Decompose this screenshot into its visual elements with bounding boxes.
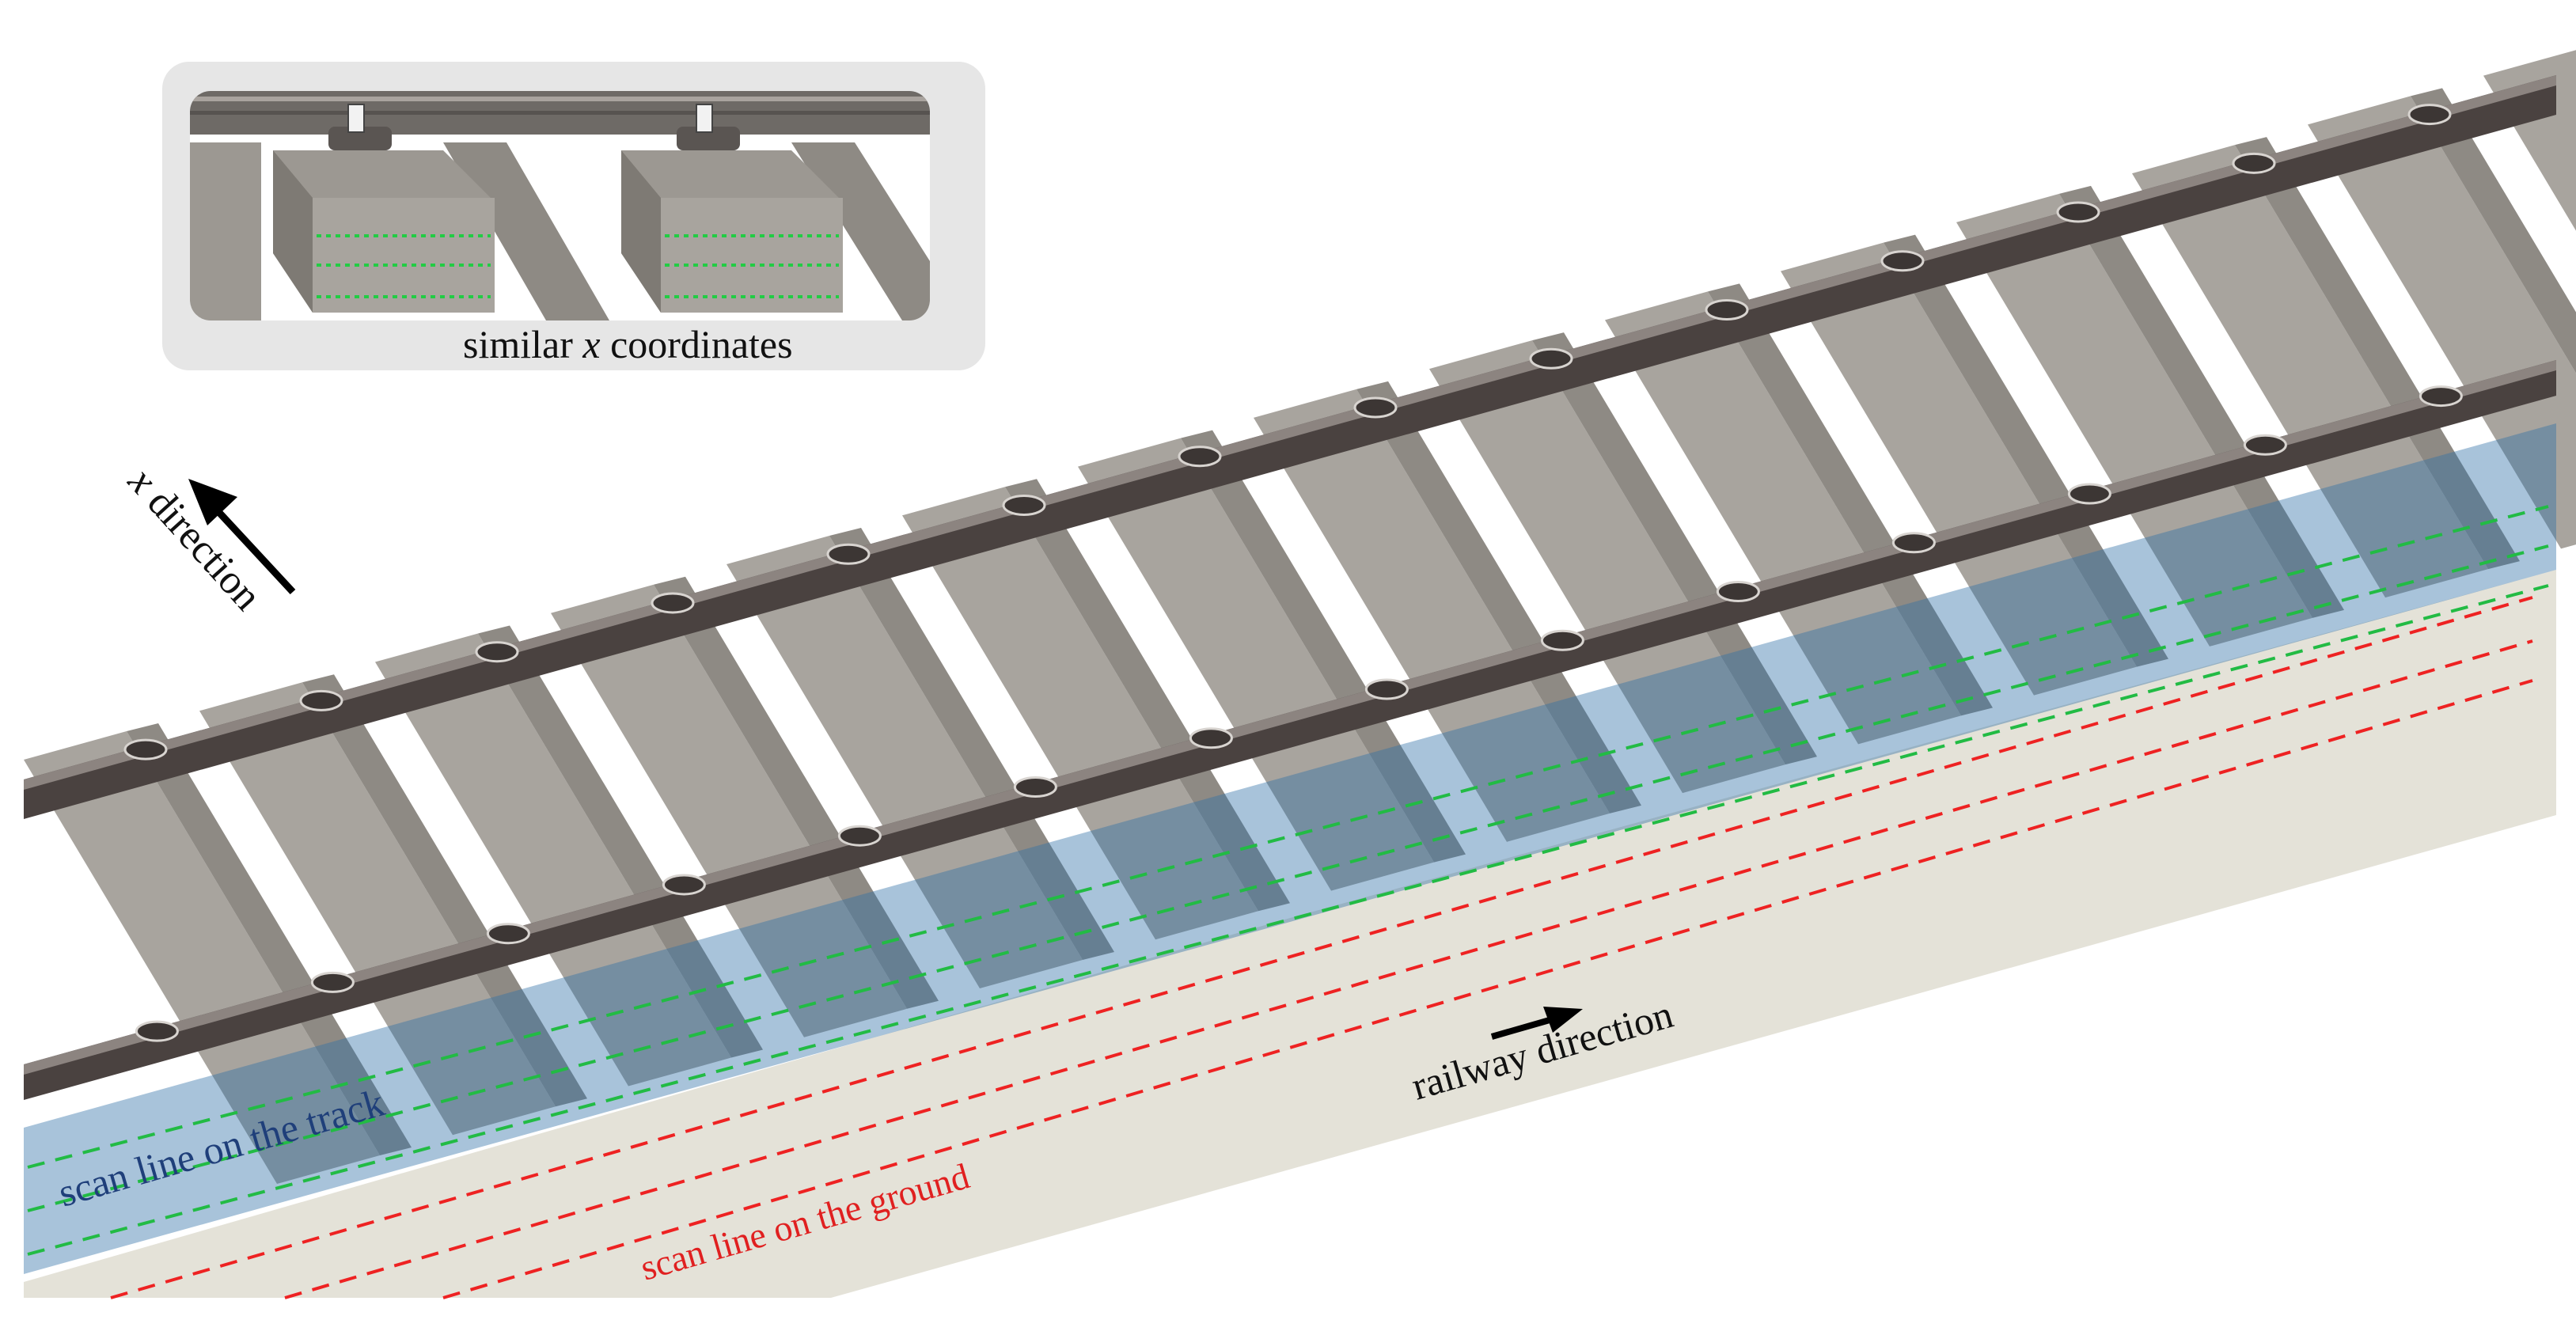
rail-fastener <box>1891 532 1936 554</box>
rail-fastener <box>2232 152 2276 174</box>
sleeper <box>2132 145 2488 598</box>
arrow-up-left-head <box>188 479 237 525</box>
sleeper-side <box>1181 430 1466 863</box>
arrow-right-head <box>1543 1007 1583 1033</box>
sleeper-side <box>1708 283 1993 716</box>
sleeper-side <box>2235 137 2520 570</box>
rail-fastener <box>486 923 530 945</box>
sleeper-side <box>478 625 763 1058</box>
rail-fastener <box>837 825 882 847</box>
rail-fastener <box>651 592 695 614</box>
sleeper <box>24 731 380 1184</box>
sleeper <box>1254 389 1610 842</box>
ground-slab-face <box>24 815 2556 1335</box>
sleeper <box>199 682 556 1136</box>
rail-fastener <box>1178 446 1222 468</box>
track-scan-line <box>27 584 2549 1256</box>
sleeper-side <box>2059 185 2344 618</box>
rail-fasteners <box>123 104 2463 1042</box>
sleeper <box>1429 340 1785 794</box>
inset-fastener <box>677 104 740 150</box>
sleeper <box>551 584 907 1037</box>
sleeper-side <box>1884 234 2168 667</box>
sleeper <box>2308 96 2576 549</box>
rail-fastener <box>1013 776 1057 798</box>
sleeper-side <box>654 576 939 1009</box>
ground-scan-line <box>284 639 2533 1299</box>
rail-fastener <box>1353 396 1398 419</box>
rail-fastener <box>1189 727 1233 749</box>
sleeper <box>727 536 1083 989</box>
rail-fastener <box>1529 347 1573 370</box>
sleeper-side <box>302 674 587 1107</box>
rail-fastener <box>2056 201 2100 223</box>
rail-fastener <box>135 1020 179 1042</box>
sleeper <box>1781 242 2137 696</box>
rail-fastener <box>826 543 871 565</box>
rail-fastener <box>1705 299 1749 321</box>
sleeper-side <box>127 723 412 1155</box>
sleeper <box>1078 438 1434 891</box>
sleeper-side <box>829 528 1114 961</box>
rail-fastener <box>2407 104 2452 126</box>
rail-fastener <box>475 641 519 663</box>
sleeper <box>1956 193 2312 647</box>
rail-fastener <box>2067 483 2111 505</box>
rail-fastener <box>1716 581 1760 603</box>
ground-scan-line <box>110 596 2533 1299</box>
rail-fastener <box>1364 678 1409 700</box>
rail-fastener <box>299 689 343 711</box>
sleeper <box>375 633 731 1087</box>
arrow-right-icon <box>1490 1015 1557 1040</box>
rail-fastener <box>662 874 706 896</box>
sleeper-side <box>1005 479 1290 912</box>
track-scan-region <box>24 423 2556 1274</box>
inset-panel: similar x coordinates <box>162 62 985 370</box>
upper-rail-top <box>24 75 2556 790</box>
inset-fastener <box>328 104 392 150</box>
rail-fastener <box>1880 250 1925 272</box>
track-scan-line <box>27 505 2549 1169</box>
sleeper-side <box>2411 88 2576 374</box>
sleeper-side <box>1532 332 1817 765</box>
x-direction-indicator: x direction <box>119 458 296 619</box>
rail-fastener <box>1540 629 1584 651</box>
rail-fastener <box>1002 494 1046 516</box>
sleepers <box>24 50 2576 1184</box>
rail-fastener <box>310 971 355 993</box>
inset-caption: similar x coordinates <box>463 322 793 366</box>
ground-scan-line <box>442 679 2533 1299</box>
rail-fastener <box>123 738 168 760</box>
sleeper <box>902 487 1258 940</box>
track-scan-line <box>27 544 2549 1212</box>
sleeper <box>1605 291 1961 745</box>
ground-scan-lines <box>110 596 2533 1299</box>
sleeper-side <box>1356 381 1641 814</box>
track-scan-lines <box>27 505 2549 1256</box>
arrow-up-left-icon <box>209 502 296 595</box>
rail-fastener <box>2419 385 2463 408</box>
rail-fastener <box>2243 434 2287 456</box>
